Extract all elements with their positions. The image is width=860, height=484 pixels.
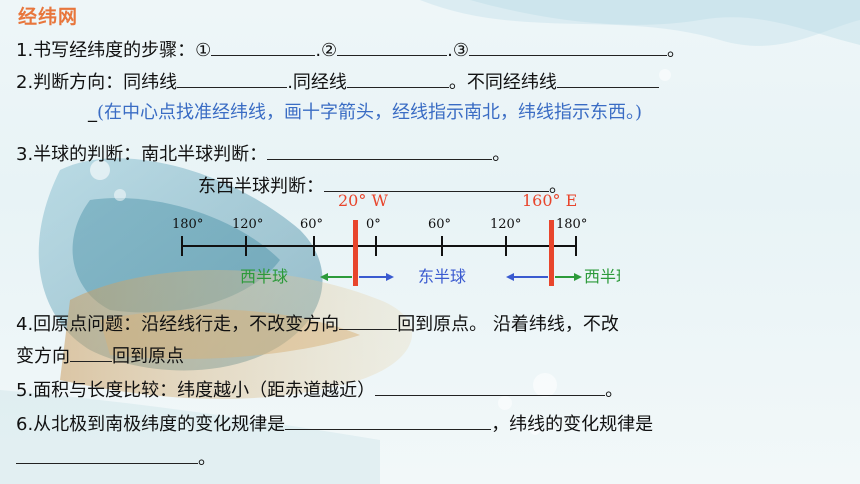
q2-blank-1[interactable] <box>177 69 288 88</box>
q5-text: 5.面积与长度比较：纬度越小（距赤道越近） <box>16 380 376 401</box>
axis-ticks <box>181 236 577 256</box>
question-6-line-2: 。 <box>16 444 216 470</box>
q6-end: 。 <box>198 448 216 469</box>
q6-blank-1[interactable] <box>285 411 492 430</box>
hemisphere-diagram: 20° W 160° E 180° 120° 60° 0° 60° 120° 1… <box>172 191 620 286</box>
tick-label-180e: 180° <box>556 217 587 232</box>
question-3-text: 3.半球的判断：南北半球判断： <box>16 144 268 165</box>
q3-end: 。 <box>492 144 511 165</box>
question-3b-text: 东西半球判断： <box>198 176 324 197</box>
tick-label-120w: 120° <box>232 217 263 232</box>
label-20w: 20° W <box>338 191 388 210</box>
q3b-end: 。 <box>549 176 567 197</box>
arrow-east-right <box>555 273 582 281</box>
q4-line1-after: 回到原点。 沿着纬线，不改 <box>397 314 619 335</box>
arrow-west-from-160e <box>506 273 548 281</box>
tick-label-0: 0° <box>366 217 381 232</box>
q5-blank[interactable] <box>375 377 606 396</box>
q1-blank-1[interactable] <box>211 37 316 56</box>
marker-20w <box>353 220 358 286</box>
q1-sep-2: .③ <box>447 40 470 61</box>
q6-blank-2[interactable] <box>16 445 198 464</box>
label-west-hemisphere-left: 西半球 <box>240 267 288 286</box>
q4-line1-text: 4.回原点问题：沿经线行走，不改变方向 <box>16 314 340 335</box>
q1-blank-3[interactable] <box>469 37 668 56</box>
q4-blank-1[interactable] <box>339 311 398 330</box>
page-title: 经纬网 <box>18 6 79 28</box>
question-3: 3.半球的判断：南北半球判断： 。 <box>16 140 510 166</box>
q6-mid: ，纬线的变化规律是 <box>491 414 654 435</box>
q3b-blank[interactable] <box>324 173 549 192</box>
tick-label-180w: 180° <box>172 217 203 232</box>
q1-end: 。 <box>667 40 686 61</box>
q2-mid: .同经线 <box>287 72 347 93</box>
label-east-hemisphere: 东半球 <box>418 267 466 286</box>
q3-blank-1[interactable] <box>267 141 493 160</box>
q2-hint-lead: _ <box>88 102 97 123</box>
question-2: 2.判断方向：同纬线 .同经线 。不同经纬线 <box>16 68 659 94</box>
q4-line2-after: 回到原点 <box>112 346 184 367</box>
label-160e: 160° E <box>522 191 577 210</box>
question-4-line-2: 变方向 回到原点 <box>16 342 184 368</box>
question-5: 5.面积与长度比较：纬度越小（距赤道越近） 。 <box>16 376 623 402</box>
q2-mid-2: 。不同经纬线 <box>448 72 557 93</box>
label-west-hemisphere-right: 西半球 <box>584 267 620 286</box>
question-2-hint: _(在中心点找准经纬线，画十字箭头，经线指示南北，纬线指示东西。) <box>88 98 642 124</box>
tick-label-60w: 60° <box>300 217 323 232</box>
question-1-text: 1.书写经纬度的步骤：① <box>16 40 212 61</box>
question-4-line-1: 4.回原点问题：沿经线行走，不改变方向 回到原点。 沿着纬线，不改 <box>16 310 619 336</box>
q1-blank-2[interactable] <box>337 37 448 56</box>
question-1: 1.书写经纬度的步骤：① .② .③ 。 <box>16 36 685 62</box>
marker-160e <box>549 220 554 286</box>
q2-hint-text: (在中心点找准经纬线，画十字箭头，经线指示南北，纬线指示东西。) <box>97 102 643 123</box>
q4-line2-text: 变方向 <box>16 346 70 367</box>
tick-label-120e: 120° <box>490 217 521 232</box>
question-3b: 东西半球判断： 。 <box>198 172 567 198</box>
question-2-text: 2.判断方向：同纬线 <box>16 72 178 93</box>
q5-end: 。 <box>605 380 624 401</box>
tick-label-60e: 60° <box>428 217 451 232</box>
q1-sep-1: .② <box>315 40 338 61</box>
q6-text: 6.从北极到南极纬度的变化规律是 <box>16 414 286 435</box>
q4-blank-2[interactable] <box>70 343 112 362</box>
question-6: 6.从北极到南极纬度的变化规律是 ，纬线的变化规律是 <box>16 410 653 436</box>
q2-blank-2[interactable] <box>346 69 449 88</box>
arrow-east-from-20w <box>359 273 394 281</box>
q2-blank-3[interactable] <box>556 69 659 88</box>
arrow-west-left <box>320 273 352 281</box>
